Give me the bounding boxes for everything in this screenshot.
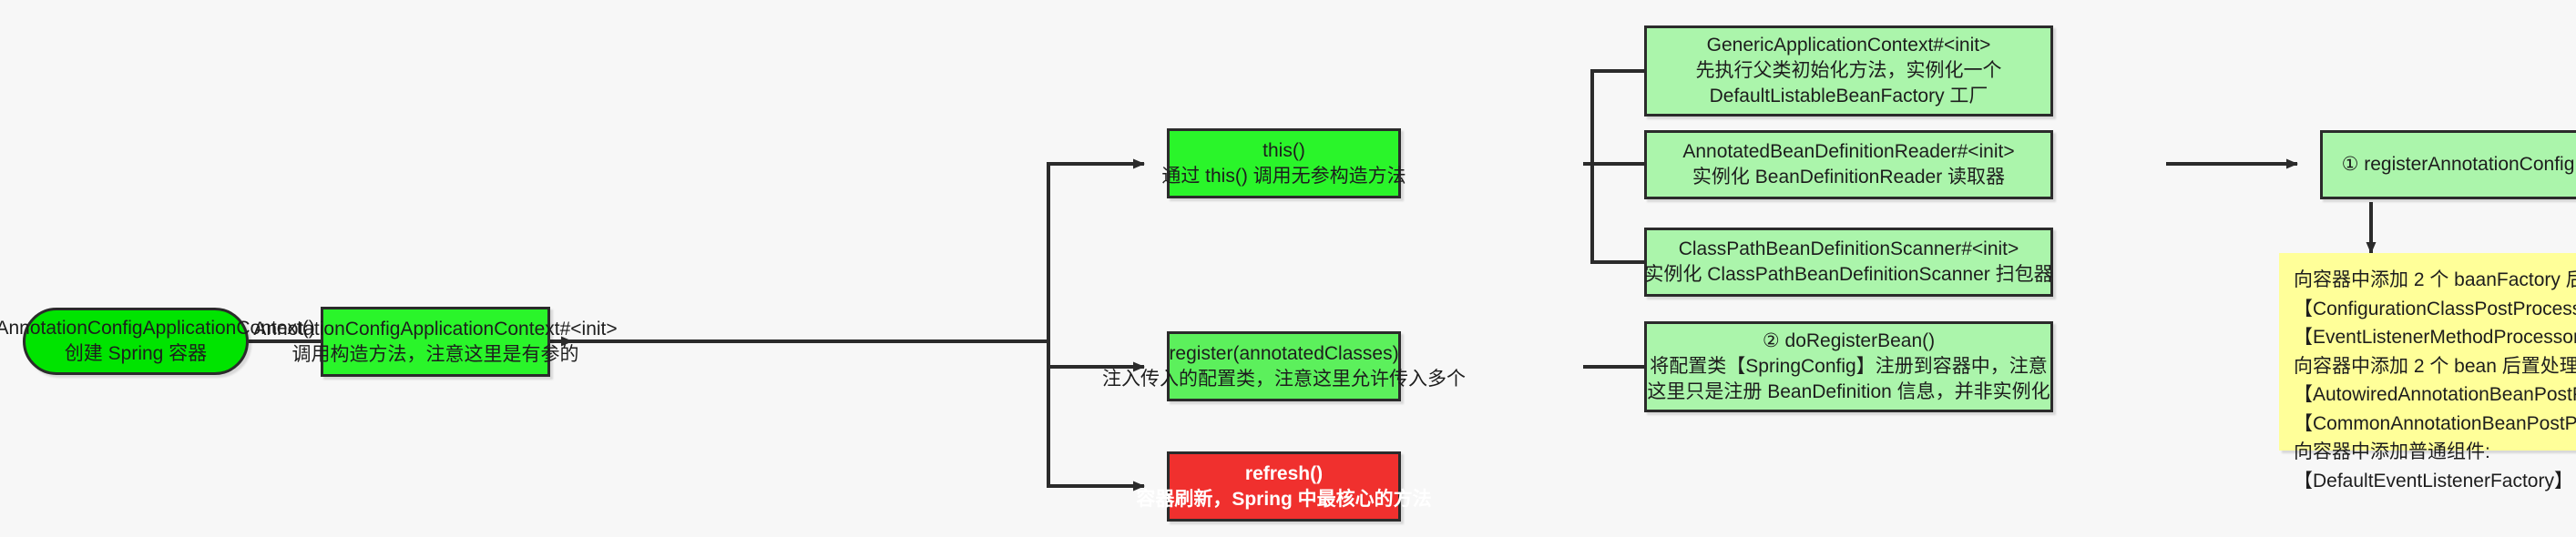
node-new-application-context[interactable]: new AnnotationConfigApplicationContext()… bbox=[0, 308, 315, 375]
node-generic-application-context-init-line1: GenericApplicationContext#<init> bbox=[1706, 35, 1991, 56]
note-line-5: 【AutowiredAnnotationBeanPostProcessor】 bbox=[2294, 384, 2576, 405]
node-refresh-line2: 容器刷新，Spring 中最核心的方法 bbox=[1136, 488, 1432, 510]
node-register-annotated-classes-line2: 注入传入的配置类，注意这里允许传入多个 bbox=[1102, 368, 1466, 390]
note-line-6: 【CommonAnnotationBeanPostProcessor】 bbox=[2294, 412, 2576, 434]
node-this-call[interactable]: this() 通过 this() 调用无参构造方法 bbox=[1161, 128, 1406, 198]
node-register-annotation-config-processors-line1: ① registerAnnotationConfigProcessors() bbox=[2341, 154, 2576, 176]
node-generic-application-context-init-line3: DefaultListableBeanFactory 工厂 bbox=[1709, 85, 1988, 106]
node-refresh[interactable]: refresh() 容器刷新，Spring 中最核心的方法 bbox=[1136, 451, 1432, 522]
node-this-call-line2: 通过 this() 调用无参构造方法 bbox=[1161, 165, 1406, 187]
node-new-application-context-line1: new AnnotationConfigApplicationContext() bbox=[0, 318, 315, 339]
node-application-context-init-line1: AnnotationConfigApplicationContext#<init… bbox=[253, 318, 618, 339]
node-annotated-bean-definition-reader-init-line1: AnnotatedBeanDefinitionReader#<init> bbox=[1682, 141, 2015, 163]
node-do-register-bean[interactable]: ② doRegisterBean() 将配置类【SpringConfig】注册到… bbox=[1644, 321, 2053, 412]
node-refresh-line1: refresh() bbox=[1244, 462, 1324, 484]
note-line-8: 【DefaultEventListenerFactory】 bbox=[2294, 470, 2573, 491]
node-application-context-init[interactable]: AnnotationConfigApplicationContext#<init… bbox=[253, 307, 618, 377]
node-annotated-bean-definition-reader-init-line2: 实例化 BeanDefinitionReader 读取器 bbox=[1692, 167, 2006, 187]
note-processors-detail: 向容器中添加 2 个 baanFactory 后置处理器: 【Configura… bbox=[2279, 253, 2576, 491]
note-line-1: 向容器中添加 2 个 baanFactory 后置处理器: bbox=[2294, 269, 2576, 290]
node-application-context-init-line2: 调用构造方法，注意这里是有参的 bbox=[291, 343, 579, 365]
node-do-register-bean-line1: ② doRegisterBean() bbox=[1762, 330, 1936, 352]
note-line-7: 向容器中添加普通组件: bbox=[2294, 441, 2490, 462]
node-do-register-bean-line3: 这里只是注册 BeanDefinition 信息，并非实例化 bbox=[1647, 380, 2050, 402]
node-register-annotated-classes-line1: register(annotatedClasses) bbox=[1169, 342, 1399, 364]
node-generic-application-context-init[interactable]: GenericApplicationContext#<init> 先执行父类初始… bbox=[1644, 25, 2053, 117]
node-register-annotated-classes[interactable]: register(annotatedClasses) 注入传入的配置类，注意这里… bbox=[1102, 331, 1466, 401]
node-this-call-line1: this() bbox=[1262, 139, 1305, 161]
node-classpath-bean-definition-scanner-init[interactable]: ClassPathBeanDefinitionScanner#<init> 实例… bbox=[1644, 228, 2053, 297]
edge-ctor-to-register bbox=[1047, 341, 1145, 372]
edge-ctor-to-this bbox=[1047, 158, 1145, 341]
node-do-register-bean-line2: 将配置类【SpringConfig】注册到容器中，注意 bbox=[1650, 356, 2048, 378]
node-generic-application-context-init-line2: 先执行父类初始化方法，实例化一个 bbox=[1695, 60, 2002, 82]
node-new-application-context-line2: 创建 Spring 容器 bbox=[64, 343, 208, 364]
edge-ctor-to-refresh bbox=[1047, 341, 1145, 491]
node-classpath-bean-definition-scanner-init-line2: 实例化 ClassPathBeanDefinitionScanner 扫包器 bbox=[1644, 264, 2053, 285]
node-classpath-bean-definition-scanner-init-line1: ClassPathBeanDefinitionScanner#<init> bbox=[1678, 238, 2019, 260]
node-annotated-bean-definition-reader-init[interactable]: AnnotatedBeanDefinitionReader#<init> 实例化… bbox=[1644, 130, 2053, 199]
node-register-annotation-config-processors[interactable]: ① registerAnnotationConfigProcessors() bbox=[2320, 130, 2576, 199]
note-line-2: 【ConfigurationClassPostProcessor】 bbox=[2294, 298, 2576, 319]
note-line-4: 向容器中添加 2 个 bean 后置处理器: bbox=[2294, 355, 2576, 377]
note-line-3: 【EventListenerMethodProcessor】 bbox=[2294, 327, 2576, 348]
